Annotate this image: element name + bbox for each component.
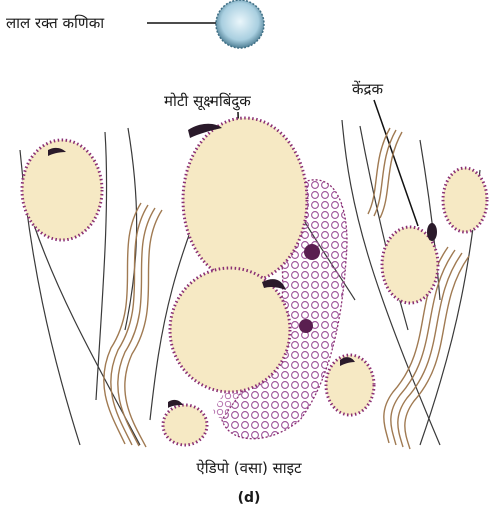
fat-cell-bottom-right xyxy=(326,355,374,415)
fat-droplet-label: मोटी सूक्ष्मबिंदुक xyxy=(164,92,251,110)
nucleus-leader-line xyxy=(374,100,418,226)
subfigure-label: (d) xyxy=(0,489,498,507)
fat-cell-large-top xyxy=(183,118,307,282)
figure-caption: ऐडिपो (वसा) साइट xyxy=(0,459,498,477)
red-blood-cell xyxy=(147,0,264,48)
fat-cell-top-right xyxy=(443,168,487,232)
red-blood-cell-label: लाल रक्त कणिका xyxy=(6,14,104,32)
fat-cell-bottom-left xyxy=(163,405,207,445)
nucleus-label: केंद्रक xyxy=(352,80,383,98)
fat-cell-left xyxy=(22,140,102,240)
